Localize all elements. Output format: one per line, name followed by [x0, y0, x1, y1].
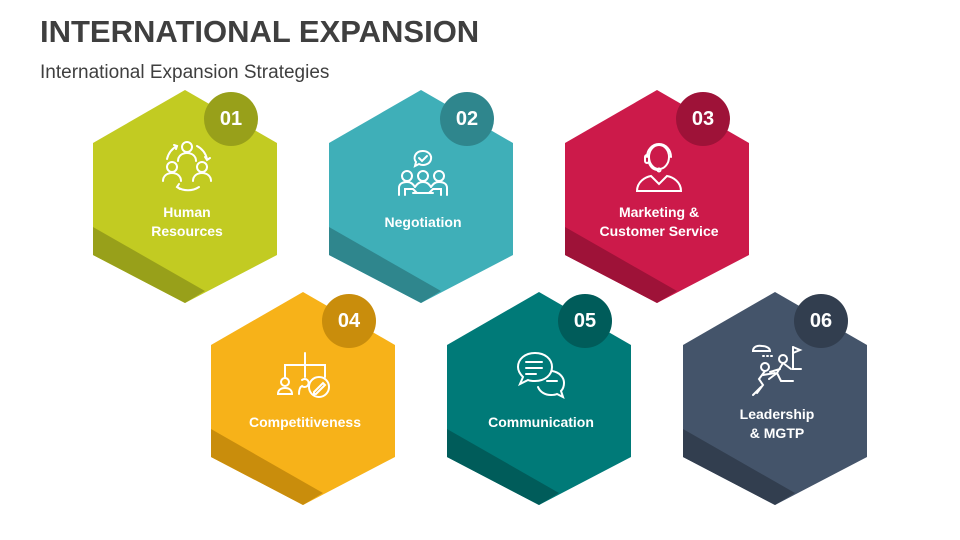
label-line: & MGTP	[749, 425, 805, 441]
meeting-agreement-icon	[398, 149, 448, 196]
number-badge: 05	[558, 294, 612, 348]
number-badge: 02	[440, 92, 494, 146]
hexagon-human-resources: 01 Human Resources	[92, 89, 282, 309]
hexagon-communication: 05 Communication	[446, 291, 636, 511]
org-chart-edit-icon	[276, 352, 330, 398]
page-subtitle: International Expansion Strategies	[40, 62, 330, 83]
label-line: Negotiation	[384, 214, 462, 230]
page-title: INTERNATIONAL EXPANSION	[40, 14, 480, 49]
hexagon-negotiation: 02 Negotiation	[328, 89, 518, 309]
label-line: Human	[163, 204, 211, 220]
label-line: Customer Service	[599, 223, 719, 239]
climb-flag-icon	[751, 344, 803, 396]
number-badge: 03	[676, 92, 730, 146]
number-badge: 01	[204, 92, 258, 146]
label-line: Competitiveness	[248, 414, 362, 430]
label-line: Marketing &	[618, 204, 700, 220]
hexagon-leadership-mgtp: 06 Leadership & MGTP	[682, 291, 872, 511]
item-label: Human Resources	[112, 203, 262, 241]
number-badge: 04	[322, 294, 376, 348]
label-line: Leadership	[739, 406, 815, 422]
number-badge: 06	[794, 294, 848, 348]
item-label: Leadership & MGTP	[702, 405, 852, 443]
hexagon-marketing-customer-service: 03 Marketing & Customer Service	[564, 89, 754, 309]
headset-agent-icon	[635, 143, 683, 192]
label-line: Resources	[151, 223, 223, 239]
item-label: Competitiveness	[230, 413, 380, 432]
team-cycle-icon	[162, 141, 212, 192]
hexagon-competitiveness: 04 Competitiveness	[210, 291, 400, 511]
chat-bubbles-icon	[516, 351, 566, 399]
item-label: Negotiation	[348, 213, 498, 232]
item-label: Marketing & Customer Service	[584, 203, 734, 241]
label-line: Communication	[488, 414, 594, 430]
item-label: Communication	[466, 413, 616, 432]
